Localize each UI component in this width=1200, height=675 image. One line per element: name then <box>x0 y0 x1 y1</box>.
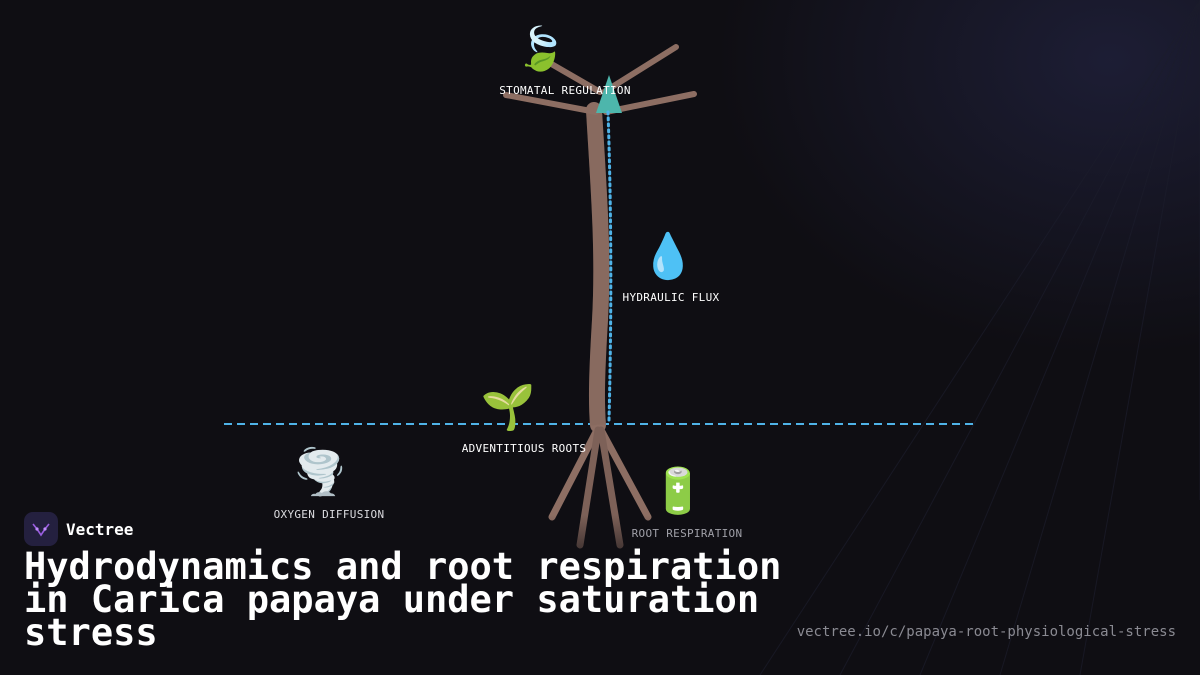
hydraulic-flux-label: HYDRAULIC FLUX <box>622 291 720 304</box>
canopy-branches <box>503 44 697 115</box>
xylem-flow-line <box>606 110 613 422</box>
root-respiration-label: ROOT RESPIRATION <box>631 527 743 540</box>
leaf-wind-icon: 🍃 <box>514 24 568 73</box>
stomatal-regulation-label: STOMATAL REGULATION <box>499 84 631 97</box>
canopy-marker <box>596 75 622 113</box>
trunk <box>586 102 610 433</box>
droplet-icon: 💧 <box>640 231 696 282</box>
battery-icon: 🔋 <box>650 466 706 517</box>
oxygen-diffusion-label: OXYGEN DIFFUSION <box>273 508 385 521</box>
source-url[interactable]: vectree.io/c/papaya-root-physiological-s… <box>796 624 1176 640</box>
brand: Vectree <box>24 512 133 546</box>
seedling-icon: 🌱 <box>480 382 536 433</box>
page-title: Hydrodynamics and root respiration in Ca… <box>24 545 782 654</box>
tornado-icon: 🌪️ <box>292 447 348 498</box>
adventitious-roots-label: ADVENTITIOUS ROOTS <box>461 442 587 455</box>
vectree-logo-icon <box>24 512 58 546</box>
brand-name: Vectree <box>66 519 134 539</box>
